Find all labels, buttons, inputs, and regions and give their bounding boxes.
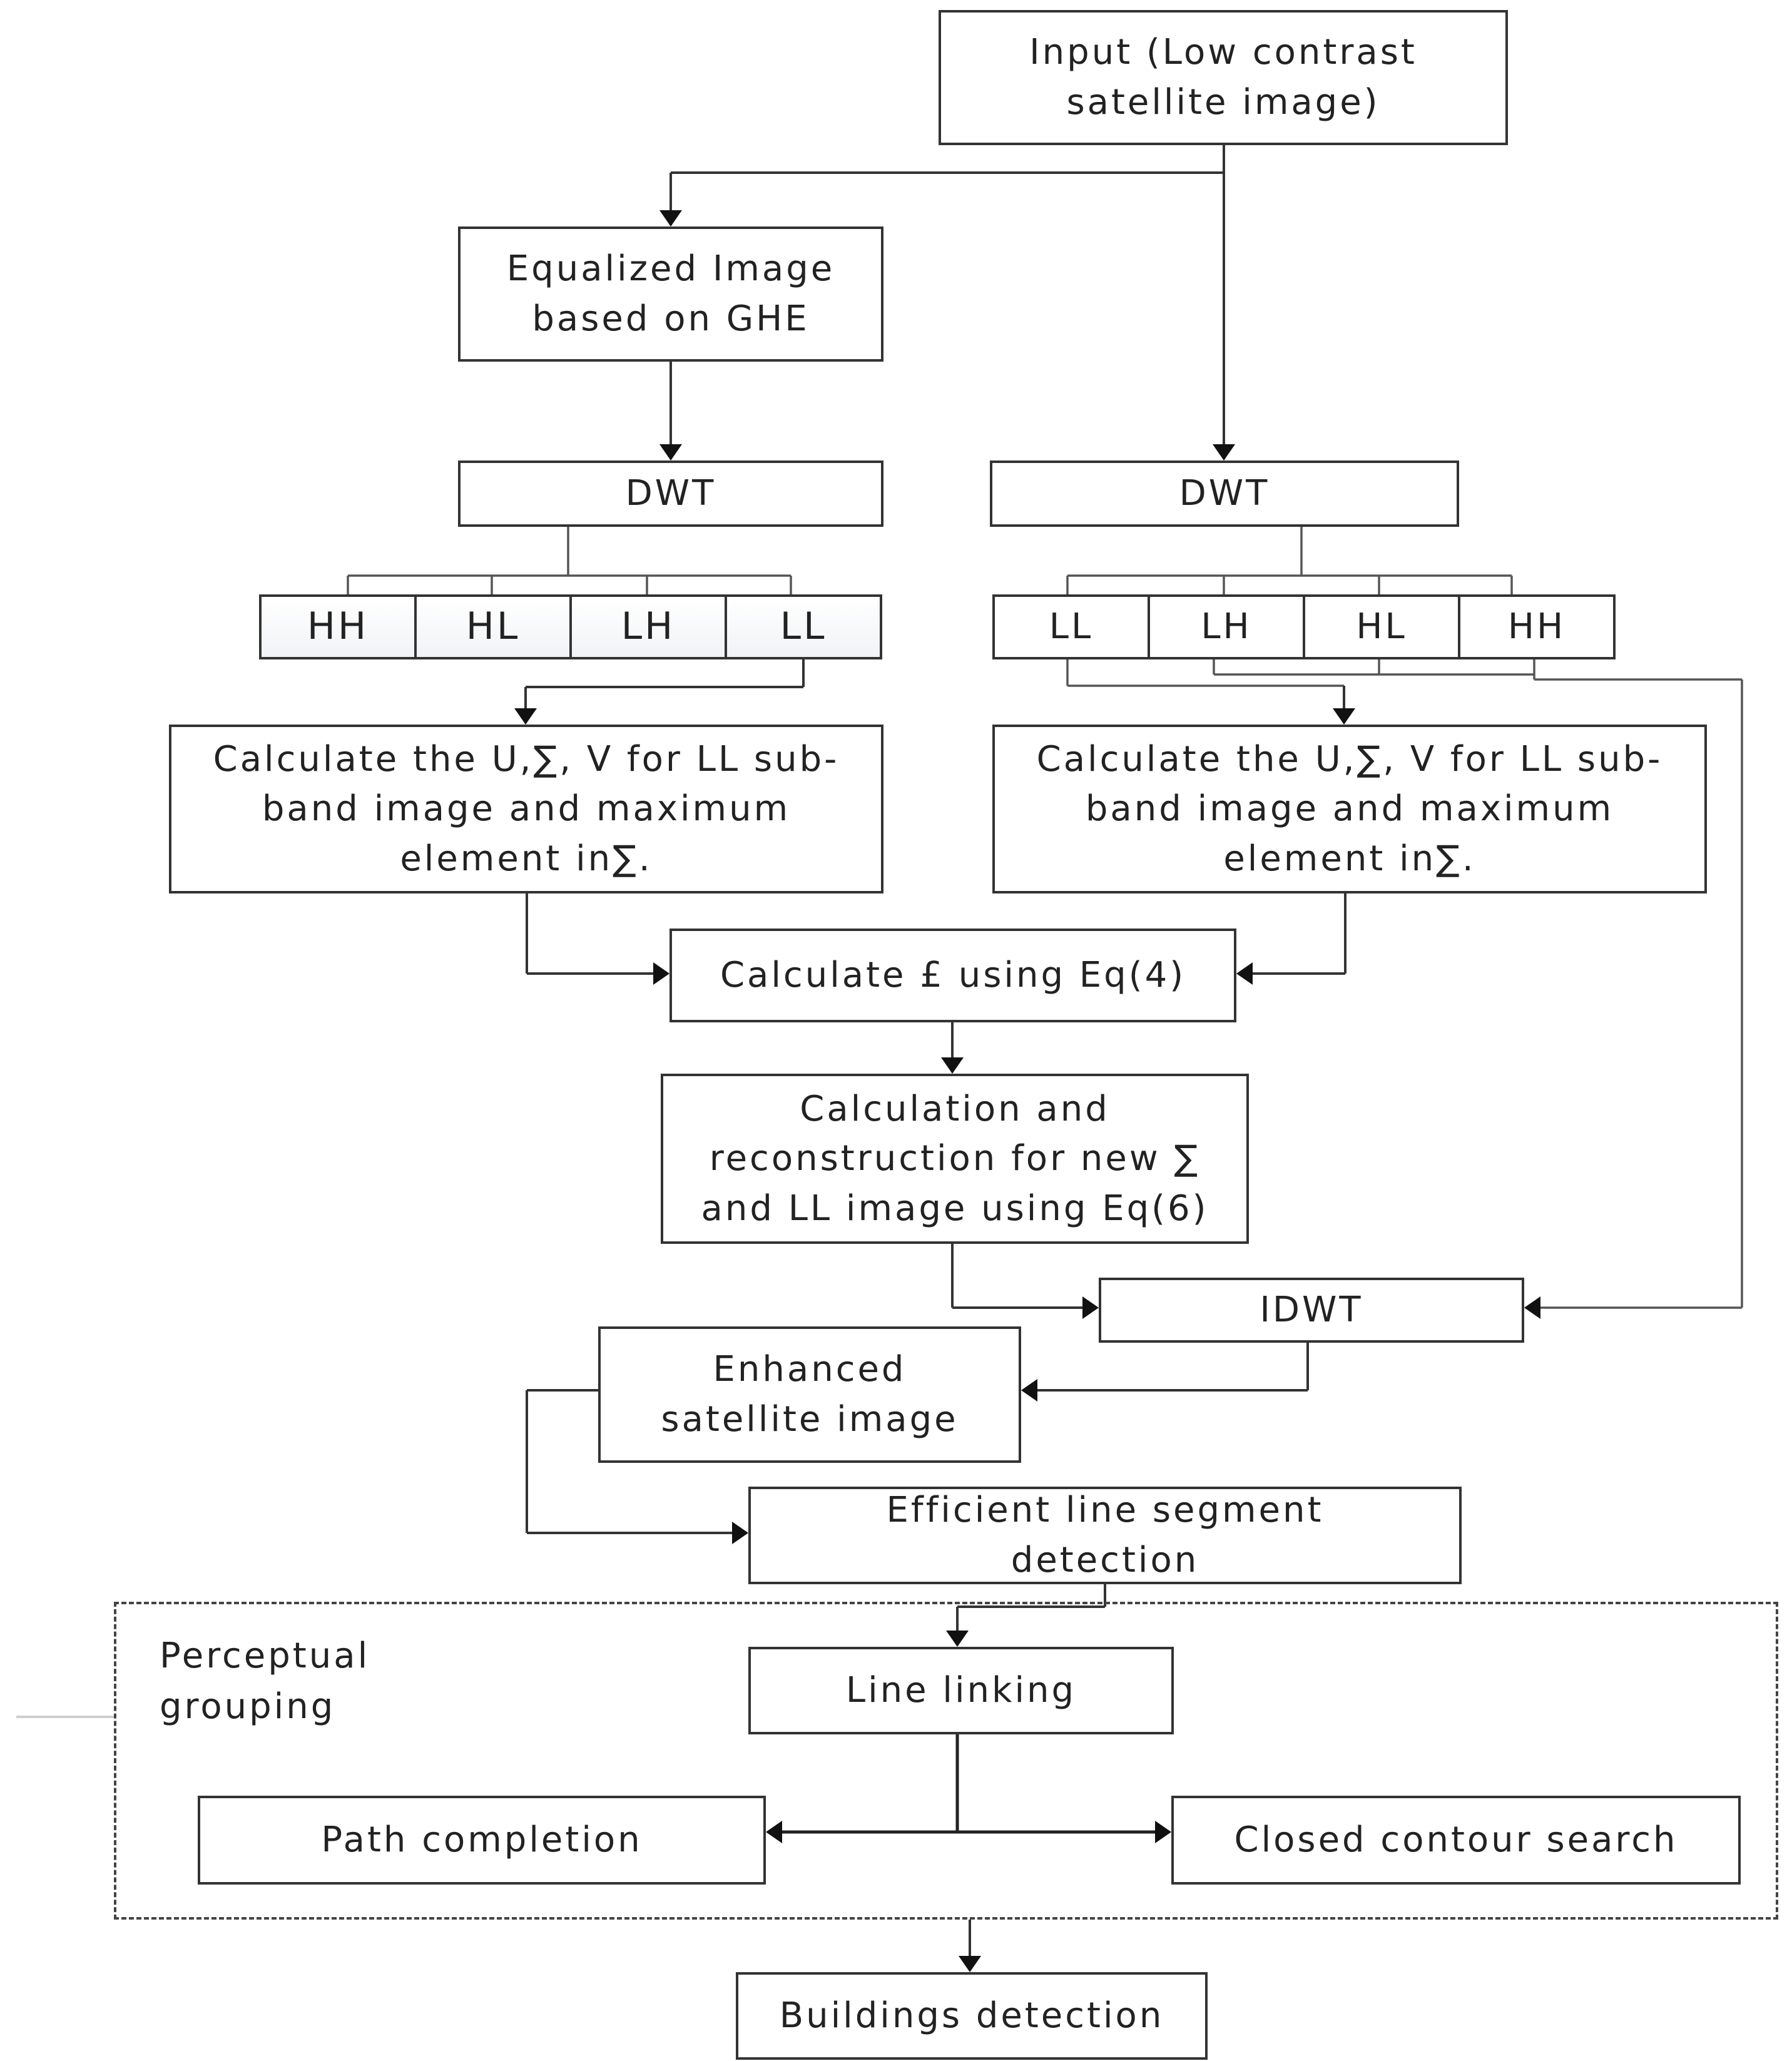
to-line-detection-arrowhead [732,1522,748,1544]
left-band-hl: HL [414,594,572,659]
to-idwt-right-arrowhead [1524,1296,1540,1319]
left-band-hh: HH [259,594,417,659]
to-eq4-left-arrowhead [653,962,669,985]
left-band-ll: LL [725,594,882,659]
reconstruction-node: Calculation and reconstruction for new ∑… [661,1074,1249,1244]
enhanced-image-node: Enhanced satellite image [598,1326,1021,1463]
right-band-lh: LH [1148,594,1305,659]
to-left-svd-arrowhead [514,708,537,725]
to-equalized-arrowhead [659,210,682,226]
to-eq4-right-arrowhead [1236,962,1253,985]
equalized-image-node: Equalized Image based on GHE [458,226,883,362]
line-segment-detection-node: Efficient line segment detection [748,1487,1462,1584]
idwt-node: IDWT [1099,1278,1524,1343]
left-band-lh: LH [569,594,727,659]
svd-left-node: Calculate the U,∑, V for LL sub-band ima… [169,725,883,893]
closed-contour-search-node: Closed contour search [1171,1796,1741,1885]
perceptual-grouping-label: Perceptual grouping [160,1636,370,1728]
to-left-dwt-arrowhead [659,444,682,461]
perceptual-grouping-region [114,1602,1778,1920]
to-enhanced-arrowhead [1021,1379,1037,1402]
right-band-ll: LL [992,594,1150,659]
right-band-hl: HL [1303,594,1460,659]
to-line-linking-arrowhead [946,1631,969,1647]
to-right-svd-arrowhead [1333,708,1355,725]
to-buildings-arrowhead [959,1956,981,1972]
to-reconstruction-arrowhead [941,1057,964,1074]
to-closed-contour-arrowhead [1155,1821,1171,1843]
dwt-right-node: DWT [990,461,1459,527]
right-band-hh: HH [1458,594,1616,659]
buildings-detection-node: Buildings detection [736,1972,1208,2060]
input-node: Input (Low contrast satellite image) [939,10,1508,145]
to-right-dwt-arrowhead [1213,444,1235,461]
svd-right-node: Calculate the U,∑, V for LL sub-band ima… [992,725,1707,893]
line-linking-node: Line linking [748,1647,1174,1734]
calculate-eq4-node: Calculate £ using Eq(4) [669,929,1236,1022]
dwt-left-node: DWT [458,461,883,527]
to-path-completion-arrowhead [766,1821,782,1843]
path-completion-node: Path completion [198,1796,766,1885]
to-idwt-left-arrowhead [1082,1296,1099,1319]
